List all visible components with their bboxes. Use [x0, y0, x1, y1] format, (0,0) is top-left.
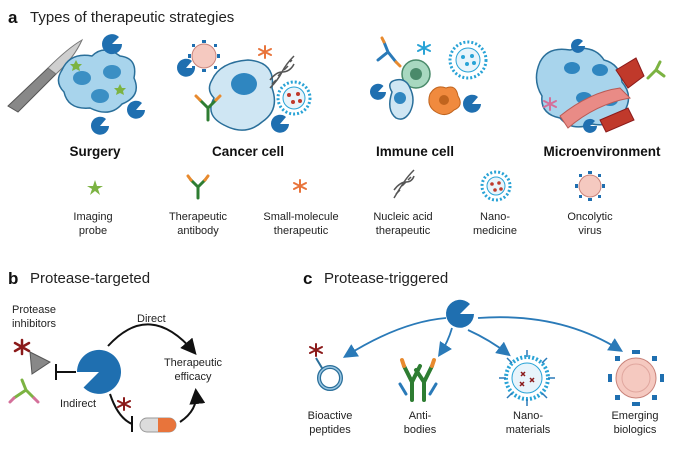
imaging-probe-star-icon	[87, 180, 103, 195]
inhibitor-asterisk-icon	[117, 397, 131, 411]
panel-b-letter: b	[8, 269, 19, 288]
tumor-cell-cluster-icon	[57, 49, 137, 113]
nanoparticle-icon	[480, 170, 512, 202]
panel-a-title: Types of therapeutic strategies	[30, 9, 235, 26]
antibody-icon	[8, 378, 40, 404]
target-label-nanomaterials: Nano-materials	[505, 410, 551, 436]
protease-pacman-icon	[76, 349, 121, 394]
direct-label: Direct	[137, 313, 166, 325]
panel-b-title: Protease-targeted	[30, 270, 151, 287]
arrow-to-peptides	[342, 317, 447, 358]
protease-triggered-diagram	[309, 299, 664, 406]
inhibitor-asterisk-icon	[13, 338, 31, 356]
virus-icon	[188, 40, 220, 72]
cancer-cell-illustration	[177, 40, 312, 133]
emerging-biologic-icon	[608, 350, 664, 406]
antibody-icon	[376, 36, 402, 68]
arrow-to-biologics	[477, 316, 624, 352]
strategy-label-microenvironment: Microenvironment	[543, 144, 661, 159]
strategy-label-surgery: Surgery	[69, 144, 121, 159]
small-molecule-asterisk-icon	[543, 97, 557, 111]
nanoparticle-icon	[276, 80, 312, 116]
antibody-icon	[186, 174, 210, 200]
panel-c-title: Protease-triggered	[324, 270, 449, 287]
protease-pacman-icon	[446, 299, 474, 328]
protease-pacman-icon	[177, 58, 289, 133]
target-label-antibodies: Anti-bodies	[403, 410, 437, 436]
indirect-label: Indirect	[60, 398, 97, 410]
protease-targeted-diagram	[8, 323, 206, 433]
virus-icon	[575, 171, 605, 201]
small-molecule-asterisk-icon	[293, 179, 307, 193]
protease-pacman-icon	[370, 83, 481, 113]
small-molecule-asterisk-icon	[258, 45, 272, 59]
drug-capsule-icon	[139, 417, 177, 433]
panel-c-letter: c	[303, 269, 313, 288]
protease-pacman-icon	[571, 38, 597, 133]
panel-a-letter: a	[8, 8, 18, 27]
microenvironment-illustration	[535, 38, 666, 133]
cancer-cell-body	[208, 59, 276, 131]
strategy-label-cancer-cell: Cancer cell	[211, 144, 285, 159]
immune-star-icon	[417, 41, 431, 55]
cancer-cell-nucleus	[231, 73, 257, 95]
strategy-label-immune-cell: Immune cell	[375, 144, 455, 159]
blood-vessel	[559, 87, 632, 129]
dna-helix-icon	[393, 169, 415, 199]
antibody-icon	[398, 358, 438, 402]
immune-cell-illustration	[370, 36, 488, 120]
surgery-illustration	[7, 34, 145, 135]
capsule-to-efficacy-arrow	[179, 388, 206, 423]
nanomaterial-icon	[499, 350, 555, 406]
indirect-arrow	[109, 393, 133, 425]
antibody-icon	[194, 94, 222, 122]
arrow-to-nanomaterials	[467, 329, 511, 357]
dna-helix-icon	[269, 55, 295, 89]
antibody-icon	[646, 60, 666, 80]
fibroblast-cell	[615, 57, 645, 89]
arrow-to-antibodies	[438, 327, 453, 357]
direct-arrow	[107, 323, 197, 356]
protease-pacman-icon	[91, 34, 145, 135]
bioactive-peptide-icon	[309, 343, 343, 391]
nanoparticle-icon	[448, 40, 488, 80]
legend-label-nanomedicine: Nano-medicine	[472, 211, 518, 237]
inhibitor-triangle-icon	[29, 351, 51, 375]
